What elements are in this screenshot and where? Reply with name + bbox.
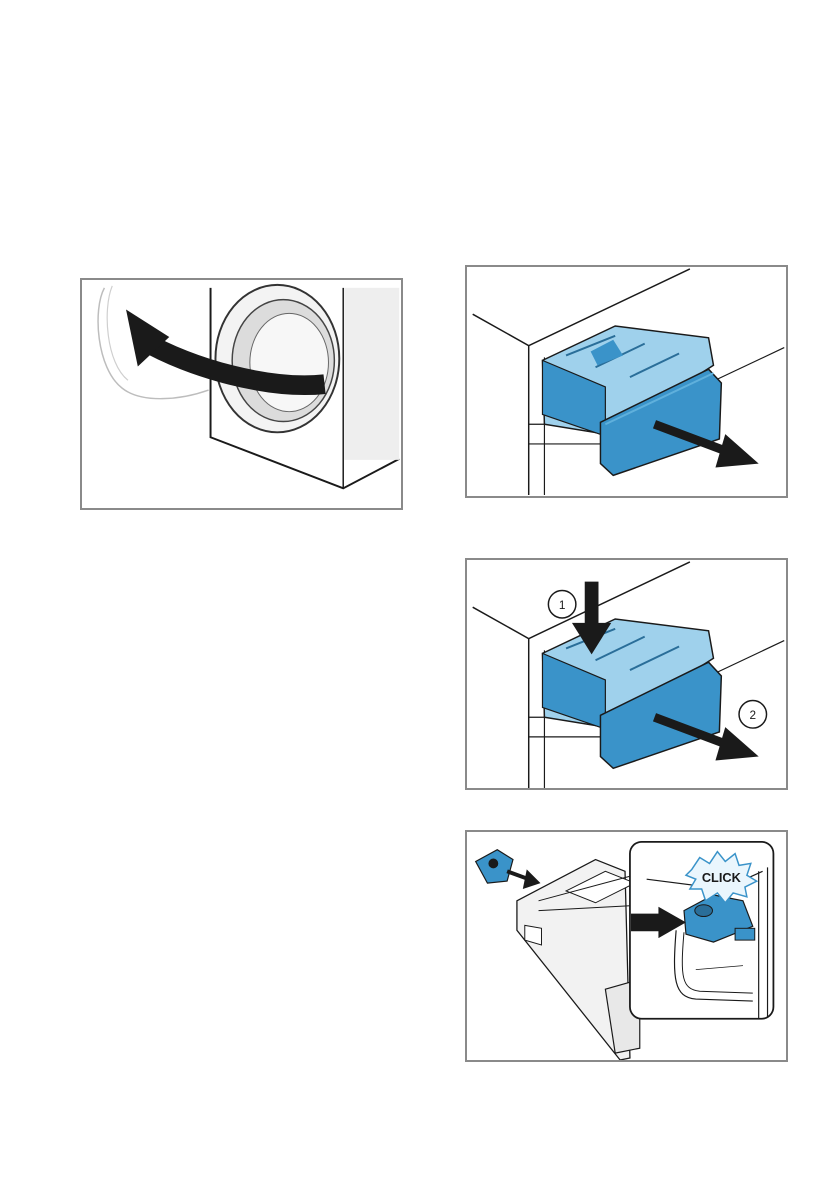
click-callout: CLICK: [702, 870, 742, 885]
pull-out-detergent-drawer-illustration: [467, 267, 786, 496]
open-door-figure: [80, 278, 403, 510]
step-2-label: 2: [750, 709, 757, 722]
step-1-label: 1: [559, 599, 566, 612]
insert-part-figure: CLICK: [465, 830, 788, 1062]
pull-drawer-figure: [465, 265, 788, 498]
remove-drawer-figure: 1 2: [465, 558, 788, 790]
press-release-and-remove-drawer-illustration: 1 2: [467, 560, 786, 788]
open-door-illustration: [82, 280, 401, 508]
insert-part-click-illustration: CLICK: [467, 832, 786, 1060]
